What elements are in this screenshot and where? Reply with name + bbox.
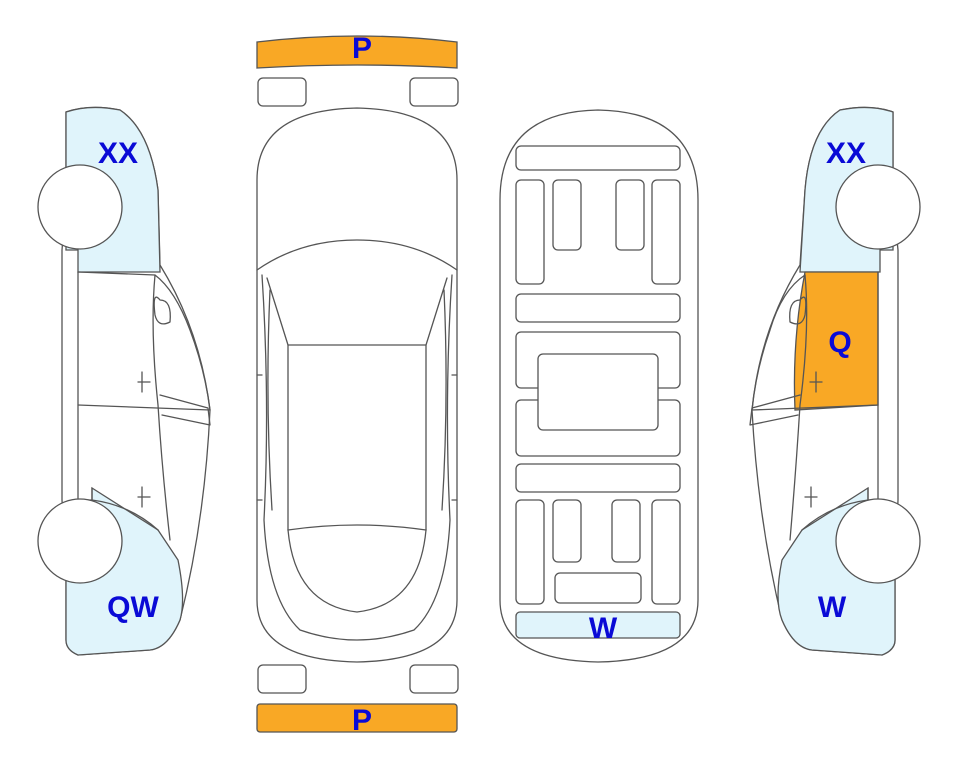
right-front-wheel bbox=[835, 164, 921, 250]
right-front-door-panel[interactable] bbox=[793, 271, 879, 411]
left-rear-wheel bbox=[37, 498, 123, 584]
left-front-fender-code: XX bbox=[98, 137, 138, 170]
top-body-outline bbox=[256, 107, 458, 663]
right-front-door-code: Q bbox=[828, 326, 851, 359]
rear-right-light bbox=[409, 664, 459, 694]
top-view bbox=[256, 35, 459, 733]
right-side-view bbox=[749, 106, 921, 656]
left-side-view bbox=[37, 106, 211, 656]
front-left-mirror bbox=[257, 77, 307, 107]
front-bumper-panel[interactable] bbox=[256, 35, 458, 69]
right-rear-wheel bbox=[835, 498, 921, 584]
front-right-mirror bbox=[409, 77, 459, 107]
right-front-fender-code: XX bbox=[826, 137, 866, 170]
front-bumper-code: P bbox=[352, 32, 372, 65]
left-rear-quarter-code: QW bbox=[107, 591, 159, 624]
underbody-view bbox=[499, 109, 699, 663]
left-front-wheel bbox=[37, 164, 123, 250]
rear-left-light bbox=[257, 664, 307, 694]
underbody-rear-code: W bbox=[589, 612, 618, 645]
rear-bumper-panel[interactable] bbox=[256, 703, 458, 733]
rear-bumper-code: P bbox=[352, 704, 372, 737]
underbody-rear-panel[interactable] bbox=[515, 611, 681, 639]
right-rear-quarter-code: W bbox=[818, 591, 847, 624]
